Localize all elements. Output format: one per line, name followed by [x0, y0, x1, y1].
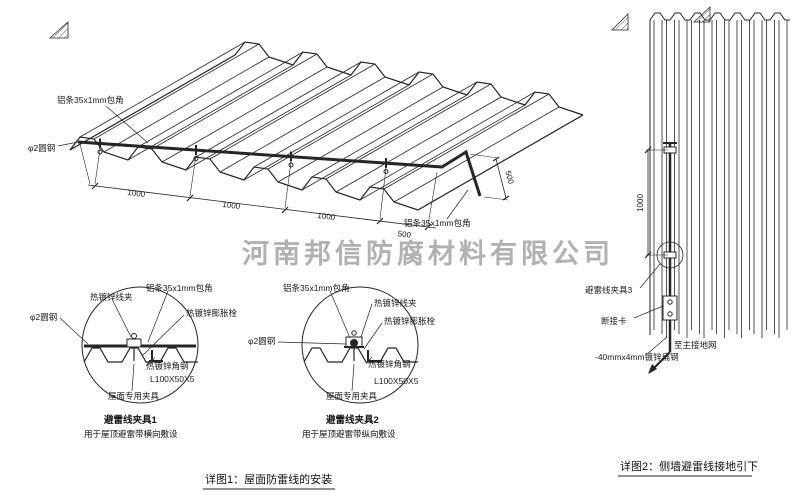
d2-fixture-label: 屋面专用夹具	[326, 391, 378, 401]
d2-clip-label: 热镀锌线夹	[374, 298, 417, 308]
roof-dim-500-right: 500	[503, 170, 515, 186]
wall-breaker-label: 断接卡	[601, 316, 627, 326]
break-flag	[692, 6, 711, 23]
roof-strip-label-top: 铝条35x1mm包角	[57, 95, 124, 105]
roof-rod-label: φ2圆钢	[28, 143, 55, 153]
wall-clamp-label: 避雷线夹具3	[585, 285, 633, 295]
figure2-caption: 详图2：侧墙避雷线接地引下	[620, 459, 758, 473]
break-flag	[48, 21, 69, 39]
detail1-subtitle: 用于屋顶避雷带横向敷设	[84, 429, 178, 439]
d2-bolt-label: 热镀锌膨胀栓	[384, 316, 436, 326]
roof-lightning-wire-assembly	[57, 105, 510, 231]
d2-angle-label: 热镀锌角钢	[368, 359, 411, 369]
caption-rules	[203, 475, 752, 490]
d1-rod-label: φ2圆钢	[30, 312, 57, 322]
ground-arrowhead	[648, 364, 657, 374]
d1-fixture-label: 屋面专用夹具	[108, 391, 160, 401]
roof-dim-1000-2: 1000	[222, 200, 241, 211]
company-watermark: 河南邦信防腐材料有限公司	[242, 239, 614, 269]
detail2-wire-section	[350, 339, 358, 347]
roof-corrugation	[69, 41, 584, 211]
lightning-wire	[77, 140, 482, 197]
figure1-caption: 详图1：屋面防雷线的安装	[205, 472, 332, 486]
detail2-subtitle: 用于屋顶避雷带纵向敷设	[302, 429, 396, 439]
detail1-corrugation	[83, 347, 198, 363]
detail1-bubble	[81, 286, 199, 404]
d1-bolt-label: 热镀锌膨胀栓	[186, 308, 238, 318]
section-break-flags	[48, 6, 711, 39]
detail1-clamp-drawing	[59, 286, 199, 404]
wall-corrugation	[649, 12, 790, 338]
d2-strip-label: 铝条35x1mm包角	[283, 283, 350, 293]
detail2-bubble	[301, 286, 419, 404]
detail1-title: 避雷线夹具1	[104, 414, 158, 426]
detail2-clamp-drawing	[277, 286, 419, 404]
d1-strip-label: 铝条35x1mm包角	[146, 283, 213, 293]
roof-dim-500: 500	[397, 229, 412, 240]
roof-dim-1000-3: 1000	[317, 211, 336, 222]
wall-to-ground-label: 至主接地网	[674, 340, 717, 350]
roof-dim-1000-1: 1000	[127, 188, 146, 199]
break-flag	[611, 13, 629, 31]
d2-rod-label: φ2圆钢	[248, 336, 275, 346]
wall-downlead-assembly	[633, 142, 684, 374]
d1-angle-spec-label: L100X50X5	[150, 374, 195, 384]
d1-clip-label: 热镀锌线夹	[90, 292, 133, 302]
roof-strip-label-right: 铝条35x1mm包角	[404, 218, 471, 228]
wall-flat-steel-label: -40mmx4mm镀锌扁钢	[595, 352, 679, 362]
wall-dim-1000: 1000	[636, 194, 645, 212]
d2-angle-spec-label: L100X50X5	[374, 376, 419, 386]
detail2-title: 避雷线夹具2	[326, 414, 379, 426]
d1-angle-label: 热镀锌角钢	[146, 361, 189, 371]
